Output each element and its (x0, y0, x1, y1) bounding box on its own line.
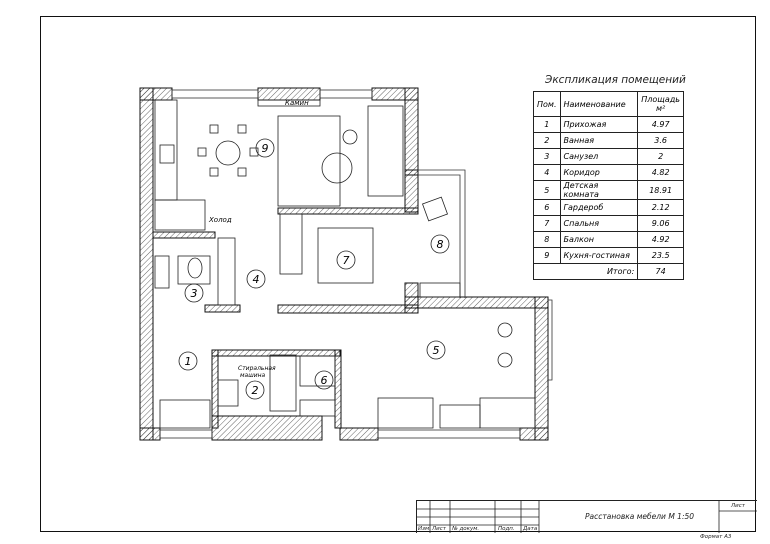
cell-num: 9 (533, 247, 561, 264)
cell-area: 4.82 (637, 164, 684, 181)
cell-name: Балкон (559, 231, 639, 248)
cell-name: Санузел (559, 148, 639, 165)
room-number-7: 7 (343, 254, 350, 267)
cell-area: 2.12 (637, 199, 684, 216)
title-block: Изм. Лист № докум. Подп. Дата Расстановк… (416, 500, 757, 533)
drawing-title: Расстановка мебели М 1:50 (585, 512, 695, 521)
format-label: Формат А3 (700, 534, 732, 540)
cell-name: Детская комната (559, 180, 639, 200)
cell-num: 1 (533, 116, 561, 133)
sheet-label: Лист (731, 503, 745, 509)
fireplace-label: Камин (285, 99, 309, 107)
room-number-1: 1 (185, 355, 192, 368)
cell-num: 7 (533, 215, 561, 232)
header-area-unit: м² (656, 104, 666, 113)
cell-num: 8 (533, 231, 561, 248)
walls (139, 87, 549, 441)
col-sign: Подп. (498, 526, 515, 532)
room-number-2: 2 (252, 384, 259, 397)
cell-area: 23.5 (637, 247, 684, 264)
cell-name: Спальня (559, 215, 639, 232)
cell-name: Коридор (559, 164, 639, 181)
windows (159, 89, 553, 439)
furniture (154, 99, 536, 429)
cell-num: 6 (533, 199, 561, 216)
header-area-label: Площадь (641, 95, 680, 104)
cell-name: Гардероб (559, 199, 639, 216)
room-number-4: 4 (253, 273, 260, 286)
room-number-5: 5 (433, 344, 440, 357)
header-name: Наименование (559, 91, 639, 117)
room-numbers: 1 2 3 4 5 6 7 8 9 (185, 142, 444, 397)
room-number-3: 3 (191, 287, 198, 300)
col-date: Дата (523, 526, 538, 532)
room-number-6: 6 (321, 374, 328, 387)
total-label: Итого: (532, 263, 639, 280)
cell-name: Ванная (559, 132, 639, 149)
cell-area: 4.97 (637, 116, 684, 133)
cell-area: 4.92 (637, 231, 684, 248)
washer-label-2: машина (240, 372, 266, 379)
cell-area: 3.6 (637, 132, 684, 149)
col-list: Лист (432, 526, 446, 532)
room-number-9: 9 (262, 142, 269, 155)
total-value: 74 (637, 263, 684, 280)
room-number-8: 8 (437, 238, 444, 251)
cell-area: 18.91 (637, 180, 684, 200)
cell-name: Прихожая (559, 116, 639, 133)
cell-area: 2 (637, 148, 684, 165)
col-doc: № докум. (452, 526, 480, 532)
col-izm: Изм. (418, 526, 431, 532)
cell-name: Кухня-гостиная (559, 247, 639, 264)
cell-num: 2 (533, 132, 561, 149)
cell-area: 9.06 (637, 215, 684, 232)
cell-num: 5 (533, 180, 561, 200)
explication-title: Экспликация помещений (545, 74, 686, 86)
cell-num: 4 (533, 164, 561, 181)
fridge-label: Холод (208, 216, 232, 224)
cell-num: 3 (533, 148, 561, 165)
washer-label-1: Стиральная (238, 365, 276, 372)
drawing-frame (40, 16, 756, 532)
header-num: Пом. (533, 91, 561, 117)
room-number-markers (178, 138, 450, 400)
